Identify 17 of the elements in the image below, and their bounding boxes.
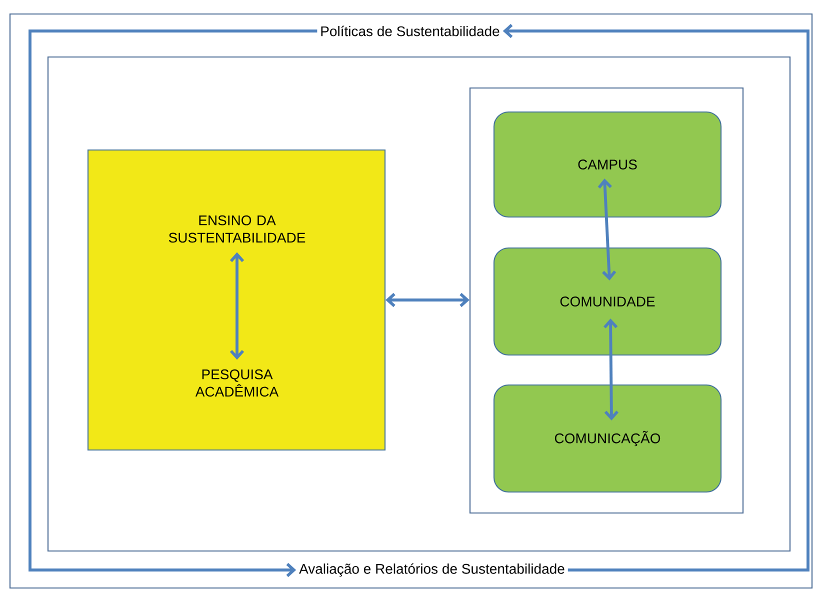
arrow [230,252,244,360]
box-label: PESQUISA ACADÊMICA [195,369,279,397]
loop-label: Políticas de Sustentabilidade [317,23,503,39]
arrow [386,292,470,308]
rounded-box: COMUNIDADE [493,247,722,356]
arrow [502,24,810,572]
arrow [604,318,619,420]
box-label: ENSINO DA SUSTENTABILIDADE [168,215,306,243]
frame [469,87,744,514]
frame [47,56,791,552]
arrow [28,30,318,578]
process-box [87,149,386,451]
frame [9,13,813,589]
loop-label: Avaliação e Relatórios de Sustentabilidade [296,560,568,580]
rounded-box: CAMPUS [493,111,722,218]
arrow [598,178,616,280]
rounded-box: COMUNICAÇÃO [493,384,722,493]
